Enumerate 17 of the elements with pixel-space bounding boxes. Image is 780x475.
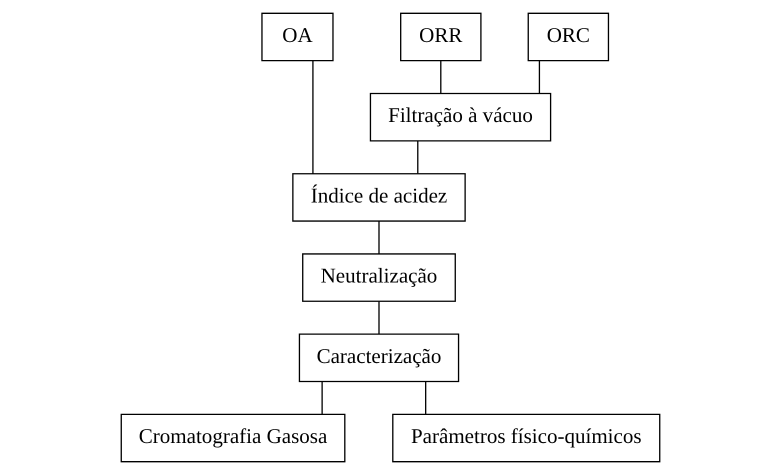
connector xyxy=(416,141,418,174)
node-box: OA xyxy=(260,12,334,62)
node-box: Cromatografia Gasosa xyxy=(120,414,345,462)
node-box: Neutralização xyxy=(302,253,456,302)
connector xyxy=(538,61,540,94)
connector xyxy=(312,60,314,174)
connector xyxy=(320,382,322,414)
node-box: Parâmetros físico-químicos xyxy=(392,414,660,462)
node-box: Filtração à vácuo xyxy=(369,92,551,142)
connector xyxy=(440,61,441,94)
connector xyxy=(378,221,380,254)
connector xyxy=(424,382,426,414)
node-box: ORC xyxy=(527,12,609,62)
node-box: ORR xyxy=(400,12,482,62)
node-box: Índice de acidez xyxy=(292,173,466,222)
node-box: Caracterização xyxy=(298,334,459,382)
connector xyxy=(378,302,380,334)
